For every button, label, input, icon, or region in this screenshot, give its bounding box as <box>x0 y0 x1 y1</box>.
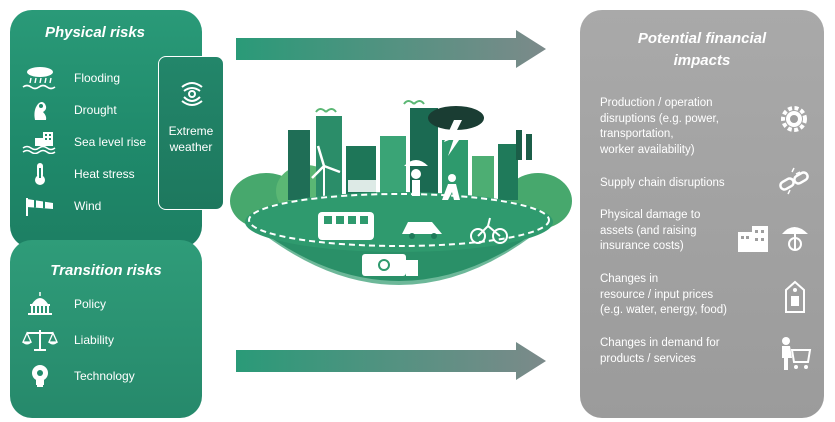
risk-item-sea-level-rise: Sea level rise <box>20 130 146 154</box>
physical-risks-title: Physical risks <box>44 24 146 41</box>
capitol-icon <box>20 292 60 316</box>
impact-line: insurance costs) <box>600 240 684 252</box>
gear-icon <box>776 102 812 141</box>
impact-line: (e.g. water, energy, food) <box>600 304 727 316</box>
risk-label: Flooding <box>74 71 121 85</box>
sea-level-icon <box>20 130 60 154</box>
impact-line: Changes in demand for <box>600 337 720 349</box>
hurricane-icon <box>178 79 206 112</box>
impact-item-physical-damage: Physical damage to assets (and raising i… <box>600 208 770 255</box>
financial-impacts-title-line1: Potential financial <box>637 30 767 47</box>
risk-item-flooding: Flooding <box>20 66 120 90</box>
top-arrow <box>236 30 546 68</box>
flood-icon <box>20 66 60 90</box>
risk-label: Sea level rise <box>74 135 147 149</box>
impact-line: resource / input prices <box>600 288 714 301</box>
impact-line: assets (and raising <box>600 224 697 237</box>
financial-impacts-title-line2: impacts <box>673 52 731 69</box>
extreme-weather-label: Extreme weather <box>159 123 223 155</box>
impact-item-production: Production / operation disruptions (e.g.… <box>600 96 770 158</box>
impact-line: transportation, <box>600 128 674 140</box>
extreme-weather-box: Extreme weather <box>158 56 224 210</box>
risk-item-drought: Drought <box>20 98 117 122</box>
risk-item-policy: Policy <box>20 292 106 316</box>
broken-chain-icon <box>776 166 812 203</box>
impact-line: products / services <box>600 352 696 365</box>
extreme-weather-line1: Extreme <box>168 124 214 138</box>
lightbulb-icon <box>20 364 60 388</box>
risk-label: Drought <box>74 103 117 117</box>
transition-risks-panel: Transition risks Policy L <box>10 240 202 418</box>
thermometer-icon <box>20 162 60 186</box>
bottom-arrow <box>236 342 546 380</box>
risk-label: Liability <box>74 333 115 347</box>
risk-item-heat-stress: Heat stress <box>20 162 135 186</box>
buildings-umbrella-icon <box>736 220 816 259</box>
scales-icon <box>20 328 60 352</box>
risk-item-liability: Liability <box>20 328 114 352</box>
impact-item-supply-chain: Supply chain disruptions <box>600 176 770 192</box>
risk-label: Policy <box>74 297 107 311</box>
windsock-icon <box>20 194 60 218</box>
impact-item-resource-prices: Changes in resource / input prices (e.g.… <box>600 272 770 319</box>
financial-impacts-title: Potential financial impacts <box>580 28 824 72</box>
price-tag-icon <box>784 280 806 319</box>
impact-line: worker availability) <box>600 143 695 156</box>
risk-label: Wind <box>74 199 102 213</box>
transition-risks-title: Transition risks <box>50 262 162 279</box>
green-city-illustration <box>230 100 572 285</box>
impact-item-demand-changes: Changes in demand for products / service… <box>600 336 770 367</box>
risk-item-technology: Technology <box>20 364 135 388</box>
impact-line: Production / operation <box>600 97 713 109</box>
extreme-weather-line2: weather <box>169 140 213 154</box>
impact-line: disruptions (e.g. power, <box>600 112 719 125</box>
impact-line: Changes in <box>600 273 659 285</box>
shopping-cart-icon <box>778 336 812 377</box>
risk-item-wind: Wind <box>20 194 101 218</box>
risk-label: Heat stress <box>74 167 135 181</box>
drought-icon <box>20 98 60 122</box>
impact-line: Physical damage to <box>600 209 701 221</box>
financial-impacts-panel: Potential financial impacts Production /… <box>580 10 824 418</box>
impact-line: Supply chain disruptions <box>600 177 725 189</box>
risk-label: Technology <box>74 369 135 383</box>
